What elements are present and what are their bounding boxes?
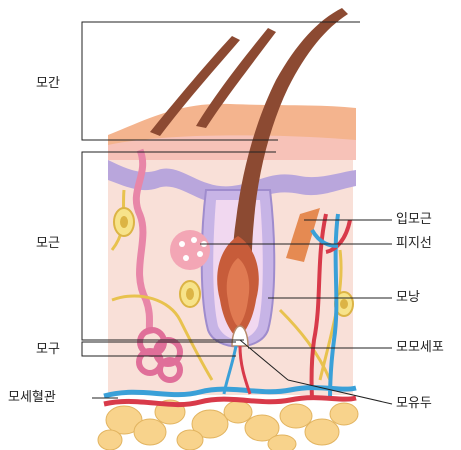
label-dermal-papilla: 모유두 <box>396 396 432 412</box>
fat-cells <box>98 400 358 450</box>
label-hair-bulb: 모구 <box>36 342 60 358</box>
label-matrix-cells: 모모세포 <box>396 340 444 356</box>
label-capillary: 모세혈관 <box>8 390 56 406</box>
label-arrector-pili: 입모근 <box>396 212 432 228</box>
sebaceous-gland <box>170 230 210 270</box>
label-hair-shaft: 모간 <box>36 76 60 92</box>
label-hair-root: 모근 <box>36 236 60 252</box>
label-sebaceous-gland: 피지선 <box>396 236 432 252</box>
label-follicle: 모낭 <box>396 290 420 306</box>
